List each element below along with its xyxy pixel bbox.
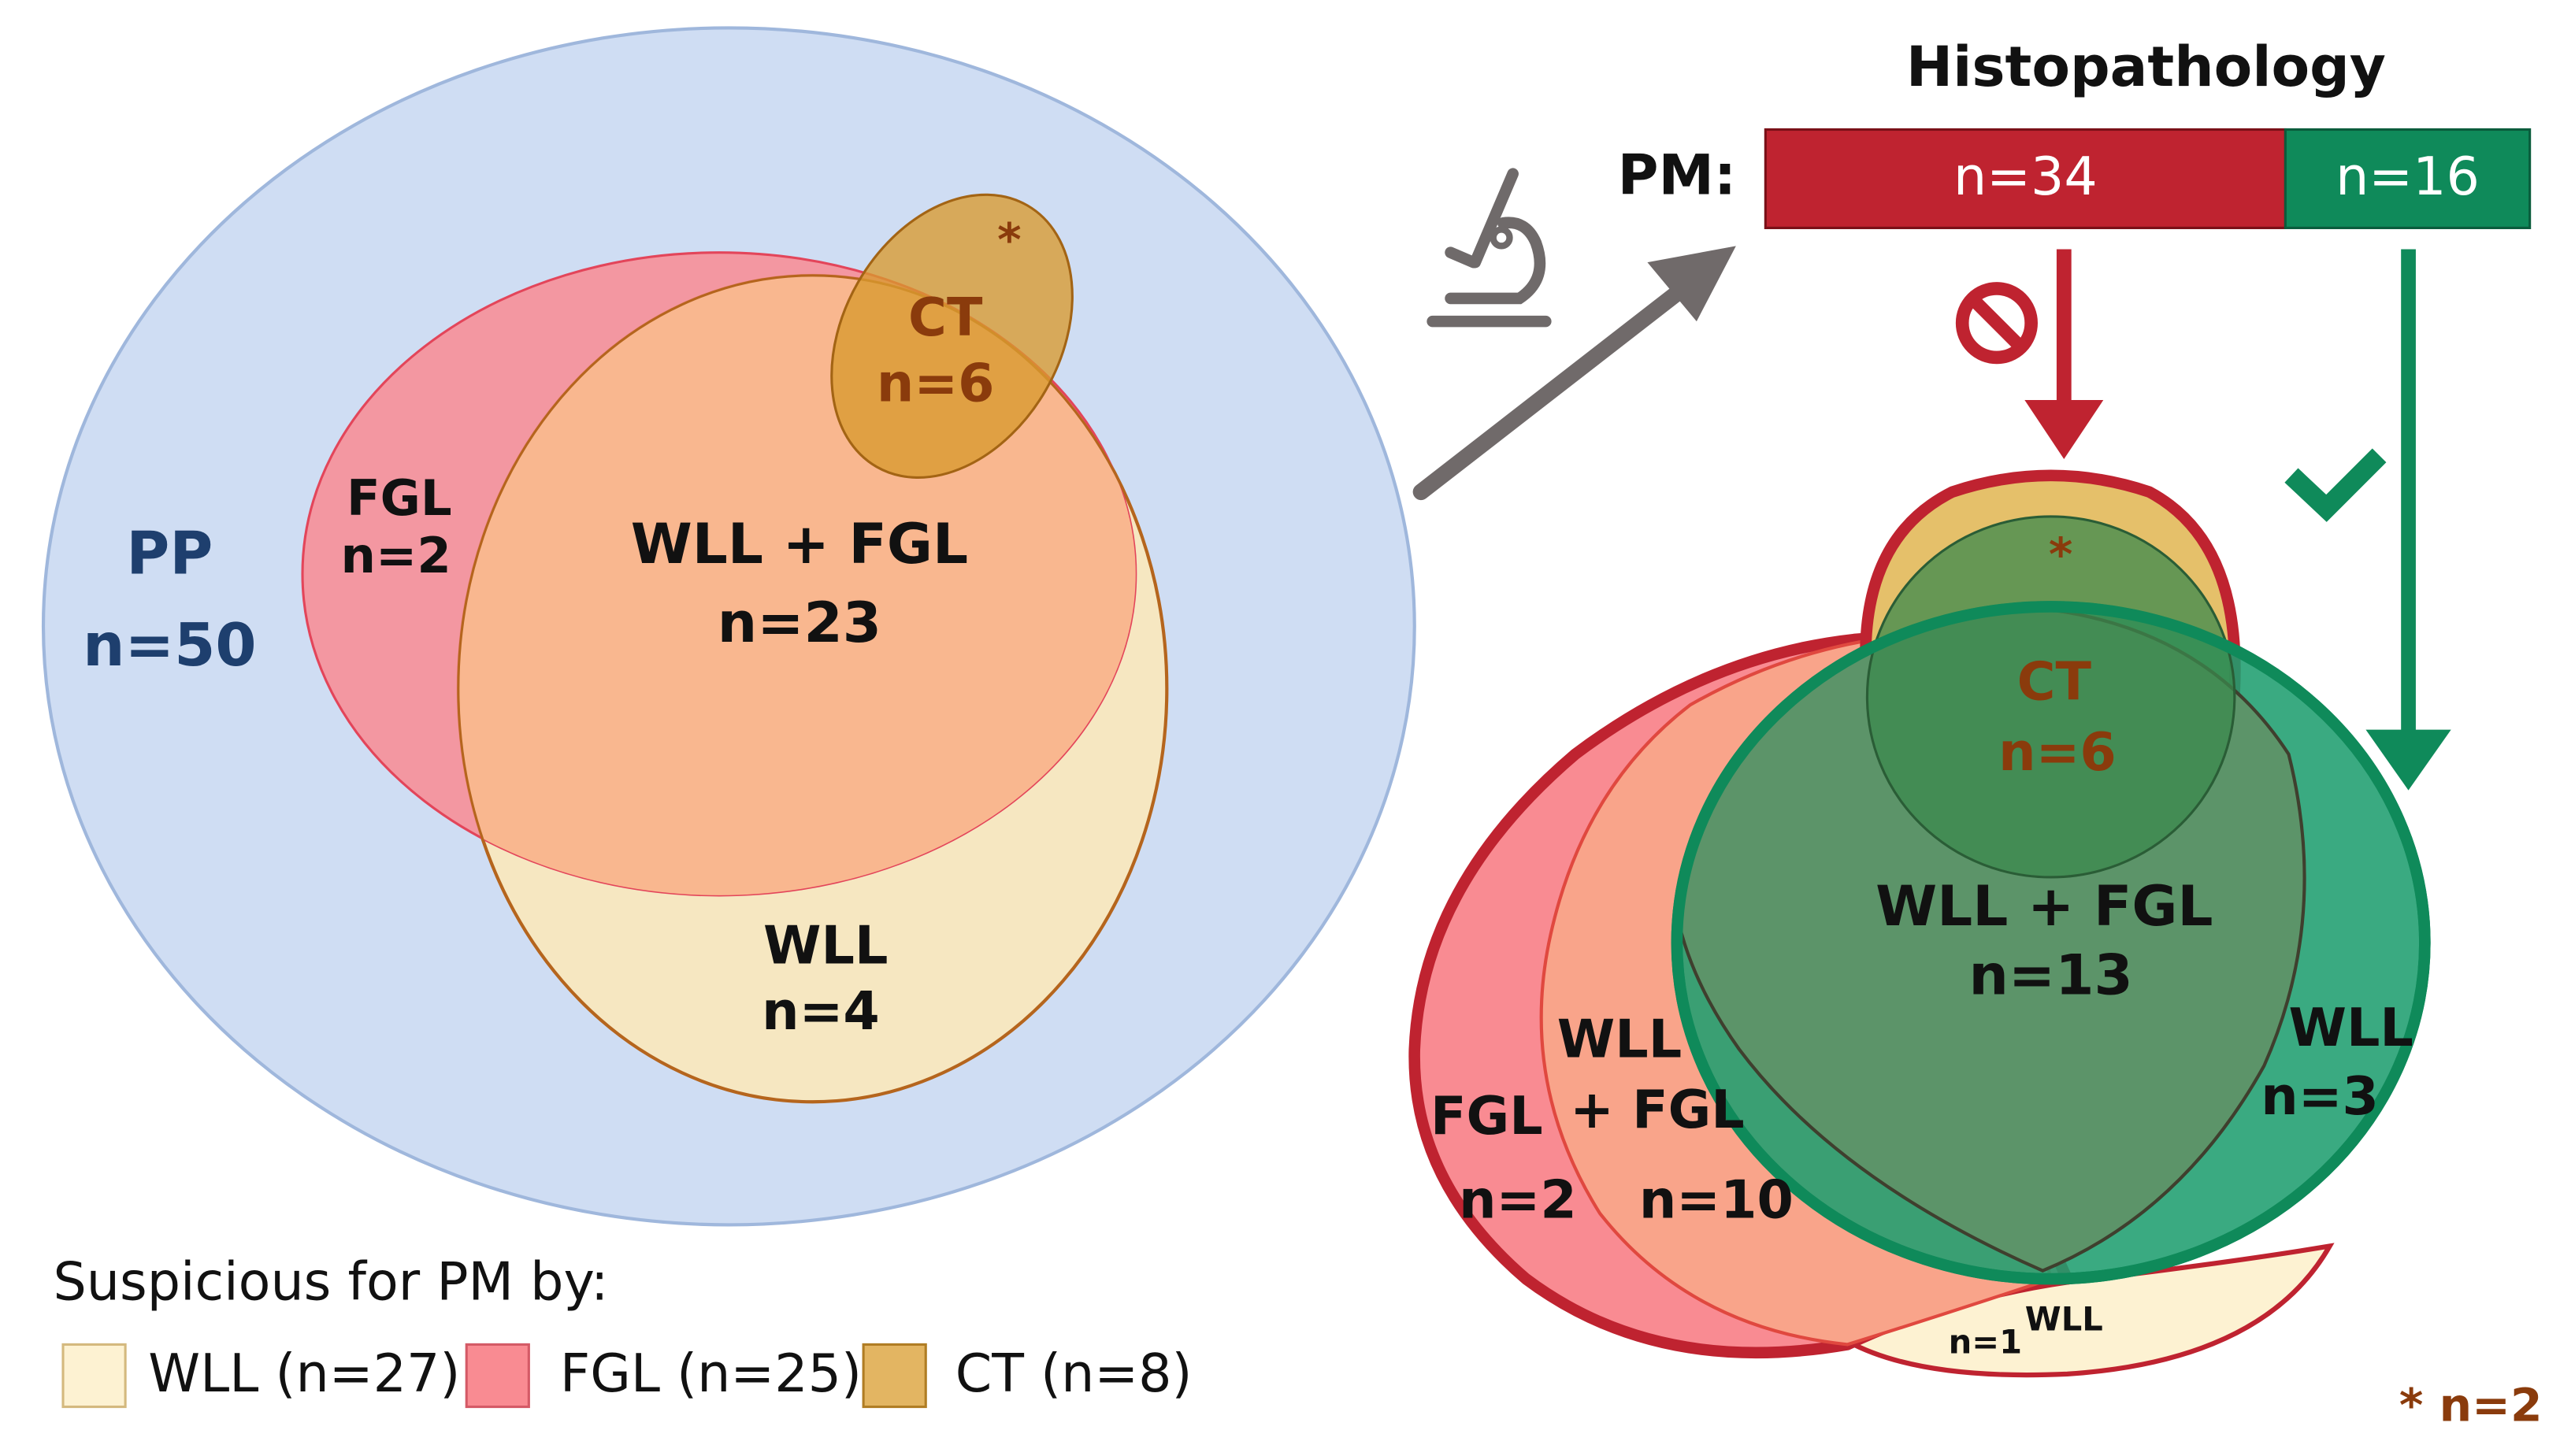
legend-label-fgl: FGL (n=25)	[560, 1343, 862, 1404]
prohibited-icon	[1955, 282, 2038, 365]
ct-marker: *	[997, 213, 1021, 266]
pp-count: n=50	[83, 610, 256, 680]
legend-swatch-ct	[862, 1343, 927, 1409]
wll-fgl-count: n=23	[718, 590, 881, 655]
flow-arrow-green-head	[2365, 729, 2451, 791]
wll-label: WLL	[763, 915, 888, 976]
right-wll-fgl-red-count: n=10	[1639, 1169, 1794, 1230]
flow-arrow-gray	[1412, 267, 1709, 501]
legend-swatch-fgl	[465, 1343, 530, 1409]
right-fgl-label: FGL	[1430, 1085, 1543, 1147]
left-venn: PP n=50 FGL n=2 WLL + FGL n=23 WLL n=4 *…	[41, 26, 1416, 1227]
right-green-outline	[1671, 601, 2431, 1285]
pp-label: PP	[126, 518, 213, 587]
microscope-icon	[1427, 168, 1552, 328]
right-ct-count: n=6	[1998, 721, 2117, 783]
ct-label: CT	[908, 287, 983, 348]
right-wll-green-label: WLL	[2288, 997, 2413, 1058]
pm-negative-segment	[2284, 128, 2532, 229]
legend-label-wll: WLL (n=27)	[148, 1343, 460, 1404]
pm-negative-count: n=16	[2336, 146, 2480, 207]
right-wll-small-count: n=1	[1949, 1322, 2022, 1361]
right-wll-green-count: n=3	[2261, 1065, 2379, 1127]
right-wll-fgl-count: n=13	[1969, 943, 2133, 1008]
ct-count: n=6	[877, 352, 995, 413]
wll-count: n=4	[762, 980, 880, 1042]
check-icon	[2284, 448, 2387, 522]
right-wll-small-label: WLL	[2025, 1299, 2103, 1338]
ct-ellipse	[830, 193, 1074, 479]
right-ct-marker: *	[2049, 528, 2073, 581]
wll-fgl-label: WLL + FGL	[631, 511, 968, 576]
right-ct-label: CT	[2017, 650, 2092, 712]
right-ct-circle	[1865, 515, 2236, 879]
legend: Suspicious for PM by: WLL (n=27) FGL (n=…	[54, 1251, 1193, 1409]
pm-label: PM:	[1618, 142, 1737, 207]
histopathology-bar: Histopathology PM: n=34 n=16	[1618, 34, 2532, 229]
wll-outline	[457, 274, 1168, 1103]
right-fgl-count: n=2	[1459, 1169, 1577, 1230]
flow-arrow-red-head	[2024, 400, 2104, 460]
histopathology-title: Histopathology	[1906, 34, 2386, 99]
legend-swatch-wll	[61, 1343, 127, 1409]
legend-title: Suspicious for PM by:	[54, 1251, 609, 1313]
legend-label-ct: CT (n=8)	[955, 1343, 1193, 1404]
pm-positive-segment	[1764, 128, 2287, 229]
right-wll-fgl-red-label-1: WLL	[1557, 1008, 1682, 1069]
fgl-label: FGL	[347, 469, 452, 527]
right-wll-fgl-red-label-2: + FGL	[1570, 1079, 1745, 1140]
flow-arrow-gray-head	[1647, 246, 1736, 322]
right-wll-fgl-label: WLL + FGL	[1875, 873, 2213, 939]
pm-positive-count: n=34	[1953, 146, 2098, 207]
right-venn: * CT n=6 WLL + FGL n=13 WLL n=3 FGL n=2 …	[1408, 469, 2431, 1378]
fgl-count: n=2	[341, 527, 451, 584]
footnote: * n=2	[2399, 1379, 2543, 1432]
